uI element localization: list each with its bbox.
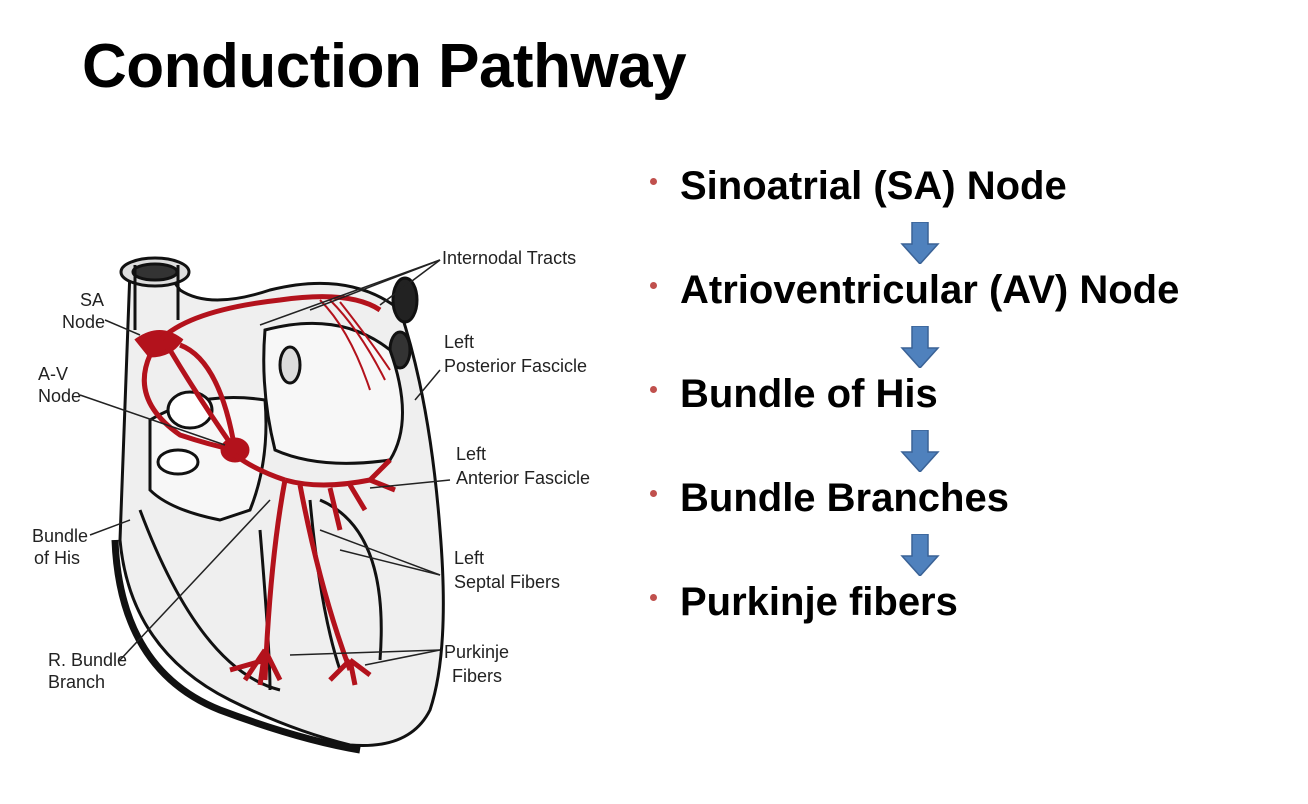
label-left-posterior-fascicle-line2: Posterior Fascicle [444,356,587,376]
step-bundle-of-his: Bundle of His [650,368,1300,472]
label-av-node-line1: A-V [38,364,68,384]
bullet-dot [650,282,657,289]
label-left-septal-fibers-line2: Septal Fibers [454,572,560,592]
step-bundle-branches: Bundle Branches [650,472,1300,576]
bullet-dot [650,594,657,601]
label-bundle-of-his-line2: of His [34,548,80,568]
label-left-anterior-fascicle-line1: Left [456,444,486,464]
label-left-posterior-fascicle-line1: Left [444,332,474,352]
label-left-anterior-fascicle-line2: Anterior Fascicle [456,468,590,488]
slide-title: Conduction Pathway [82,32,687,101]
label-internodal-tracts: Internodal Tracts [442,248,576,268]
step-purkinje-fibers: Purkinje fibers [650,576,1300,680]
step-label: Sinoatrial (SA) Node [680,164,1067,208]
arrow-down-icon [900,222,940,264]
label-right-bundle-branch-line2: Branch [48,672,105,692]
conduction-system [134,294,396,686]
step-label: Purkinje fibers [680,580,958,624]
arrow-down-icon [900,430,940,472]
bullet-dot [650,490,657,497]
step-av-node: Atrioventricular (AV) Node [650,264,1300,368]
label-bundle-of-his-line1: Bundle [32,526,88,546]
conduction-steps-list: Sinoatrial (SA) Node Atrioventricular (A… [650,160,1300,680]
label-av-node-line2: Node [38,386,81,406]
heart-illustration: Internodal Tracts SA Node A-V Node Left … [32,248,590,754]
label-purkinje-fibers-line2: Fibers [452,666,502,686]
label-left-septal-fibers-line1: Left [454,548,484,568]
step-label: Bundle of His [680,372,938,416]
step-sa-node: Sinoatrial (SA) Node [650,160,1300,264]
arrow-down-icon [900,326,940,368]
label-right-bundle-branch-line1: R. Bundle [48,650,127,670]
arrow-down-icon [900,534,940,576]
bullet-dot [650,178,657,185]
label-sa-node-line1: SA [80,290,104,310]
step-label: Atrioventricular (AV) Node [680,268,1180,312]
bullet-dot [650,386,657,393]
label-leaders [79,259,451,666]
heart-conduction-diagram: Internodal Tracts SA Node A-V Node Left … [20,230,620,790]
label-sa-node-line2: Node [62,312,105,332]
label-purkinje-fibers-line1: Purkinje [444,642,509,662]
step-label: Bundle Branches [680,476,1009,520]
